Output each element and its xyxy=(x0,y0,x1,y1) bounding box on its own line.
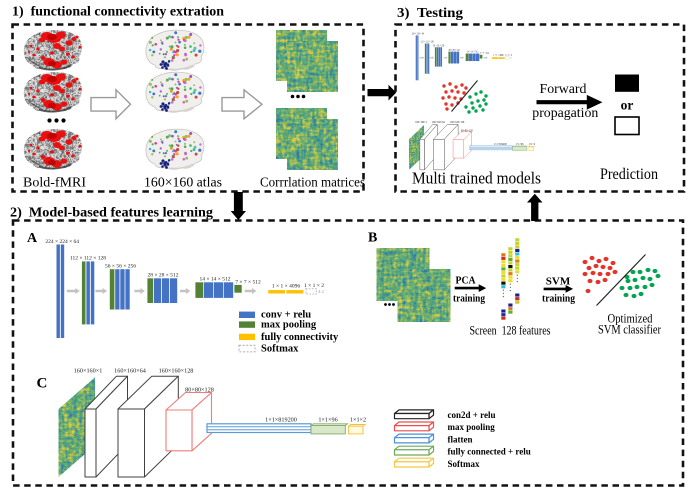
svg-text:Softmax: Softmax xyxy=(448,459,480,469)
svg-text:Corrrlation matrices: Corrrlation matrices xyxy=(260,175,365,190)
svg-text:fully connectivity: fully connectivity xyxy=(261,332,339,343)
svg-text:or: or xyxy=(621,98,634,113)
svg-text:Multi trained models: Multi trained models xyxy=(412,169,541,188)
svg-text:Softmax: Softmax xyxy=(261,344,299,355)
svg-text:propagation: propagation xyxy=(532,105,598,120)
svg-text:B: B xyxy=(368,231,377,246)
svg-text:con2d + relu: con2d + relu xyxy=(448,410,496,420)
svg-text:training: training xyxy=(453,293,485,305)
svg-text:Optimized: Optimized xyxy=(608,312,654,326)
svg-text:SVM: SVM xyxy=(546,276,571,288)
svg-text:Forward: Forward xyxy=(540,81,587,96)
svg-text:2) Model-based features learn: 2) Model-based features learning xyxy=(10,205,213,220)
svg-text:Bold-fMRI: Bold-fMRI xyxy=(23,175,87,190)
svg-text:Screen 128 features: Screen 128 features xyxy=(470,324,551,338)
svg-text:1) functional connectivity ex: 1) functional connectivity extration xyxy=(12,4,224,19)
svg-text:conv + relu: conv + relu xyxy=(261,310,311,321)
svg-text:Prediction: Prediction xyxy=(600,166,658,183)
svg-text:flatten: flatten xyxy=(448,434,473,444)
svg-text:C: C xyxy=(37,376,48,392)
svg-text:max pooling: max pooling xyxy=(448,422,496,432)
svg-text:A: A xyxy=(27,231,38,246)
svg-text:3) Testing: 3) Testing xyxy=(397,5,463,20)
svg-text:160×160 atlas: 160×160 atlas xyxy=(144,175,222,190)
svg-text:training: training xyxy=(542,293,575,305)
svg-text:PCA: PCA xyxy=(456,275,476,287)
svg-text:fully connected + relu: fully connected + relu xyxy=(448,447,531,457)
svg-text:SVM classifier: SVM classifier xyxy=(598,323,662,337)
svg-text:max pooling: max pooling xyxy=(261,320,317,331)
